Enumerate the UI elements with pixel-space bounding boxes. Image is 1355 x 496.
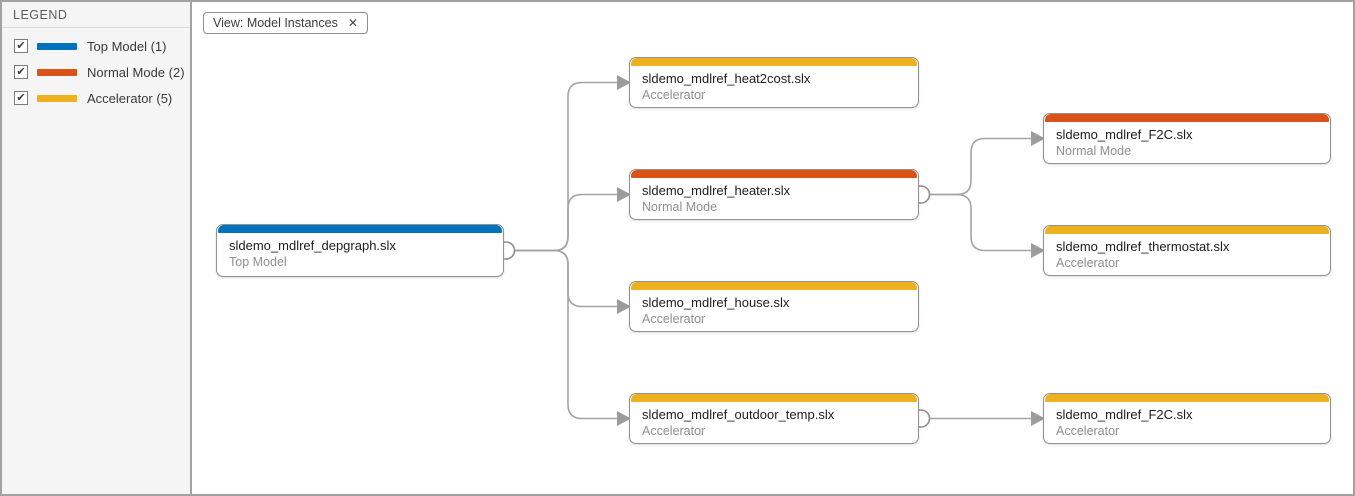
view-filter-chip[interactable]: View: Model Instances ✕	[203, 12, 368, 34]
node-mode-color-bar	[218, 225, 502, 233]
dependency-edge	[514, 249, 617, 420]
dependency-edge	[929, 193, 1031, 252]
legend-color-swatch	[37, 94, 77, 102]
dependency-edge	[514, 193, 617, 252]
node-title: sldemo_mdlref_depgraph.slx	[229, 238, 396, 253]
arrowhead-icon	[1031, 243, 1045, 258]
node-subtitle: Accelerator	[642, 424, 706, 438]
legend-panel: LEGEND ✔ Top Model (1) ✔ Normal Mode (2) ✔ Ac…	[2, 2, 192, 494]
legend-checkbox-top-model[interactable]: ✔	[14, 39, 28, 53]
legend-item-label: Normal Mode (2)	[87, 64, 185, 80]
legend-checkbox-normal-mode[interactable]: ✔	[14, 65, 28, 79]
close-icon[interactable]: ✕	[347, 16, 358, 30]
node-title: sldemo_mdlref_heater.slx	[642, 183, 791, 198]
arrowhead-icon	[617, 187, 631, 202]
node-mode-color-bar	[631, 394, 917, 402]
legend-item-accelerator: ✔ Accelerator (5)	[2, 85, 190, 111]
node-title: sldemo_mdlref_house.slx	[642, 295, 790, 310]
legend-items: ✔ Top Model (1) ✔ Normal Mode (2) ✔ Accelerat…	[2, 28, 190, 111]
arrowhead-icon	[617, 411, 631, 426]
dependency-edge	[514, 81, 617, 252]
legend-title: LEGEND	[2, 2, 190, 28]
node-subtitle: Normal Mode	[1056, 144, 1132, 158]
legend-color-swatch	[37, 42, 77, 50]
node-subtitle: Accelerator	[1056, 256, 1120, 270]
node-subtitle: Accelerator	[642, 312, 706, 326]
arrowhead-icon	[617, 75, 631, 90]
graph-canvas[interactable]: View: Model Instances ✕ sldemo_mdlref_de…	[192, 2, 1353, 494]
legend-item-label: Accelerator (5)	[87, 90, 173, 106]
node-mode-color-bar	[631, 58, 917, 66]
node-mode-color-bar	[631, 170, 917, 178]
node-subtitle: Accelerator	[1056, 424, 1120, 438]
legend-checkbox-accelerator[interactable]: ✔	[14, 91, 28, 105]
node-subtitle: Normal Mode	[642, 200, 718, 214]
node-mode-color-bar	[1045, 114, 1329, 122]
legend-color-swatch	[37, 68, 77, 76]
dependency-edge	[929, 137, 1031, 196]
dependency-edge	[514, 249, 617, 308]
node-mode-color-bar	[1045, 226, 1329, 234]
legend-item-label: Top Model (1)	[87, 38, 167, 54]
arrowhead-icon	[1031, 131, 1045, 146]
node-subtitle: Accelerator	[642, 88, 706, 102]
node-title: sldemo_mdlref_F2C.slx	[1056, 407, 1193, 422]
node-mode-color-bar	[631, 282, 917, 290]
node-title: sldemo_mdlref_outdoor_temp.slx	[642, 407, 835, 422]
arrowhead-icon	[617, 299, 631, 314]
node-subtitle: Top Model	[229, 255, 287, 269]
node-title: sldemo_mdlref_heat2cost.slx	[642, 71, 811, 86]
node-mode-color-bar	[1045, 394, 1329, 402]
legend-item-normal-mode: ✔ Normal Mode (2)	[2, 59, 190, 85]
arrowhead-icon	[1031, 411, 1045, 426]
node-title: sldemo_mdlref_thermostat.slx	[1056, 239, 1230, 254]
edge-layer	[496, 75, 1045, 428]
legend-item-top-model: ✔ Top Model (1)	[2, 33, 190, 59]
node-title: sldemo_mdlref_F2C.slx	[1056, 127, 1193, 142]
view-filter-label: View: Model Instances	[213, 16, 338, 30]
